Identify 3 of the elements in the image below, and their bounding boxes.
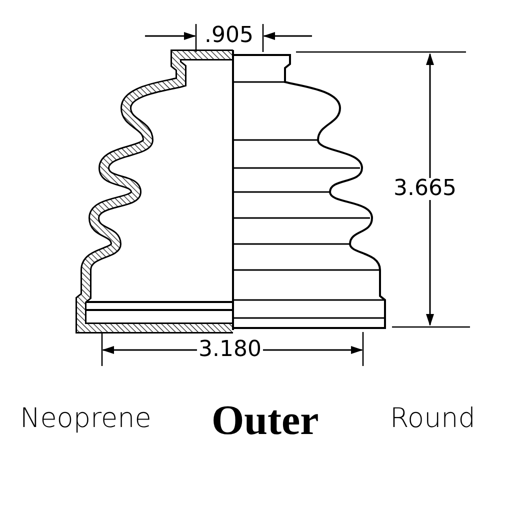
material-label: Neoprene — [20, 405, 152, 432]
shape-label: Round — [390, 405, 476, 432]
boot-type-label: Outer — [212, 400, 319, 442]
